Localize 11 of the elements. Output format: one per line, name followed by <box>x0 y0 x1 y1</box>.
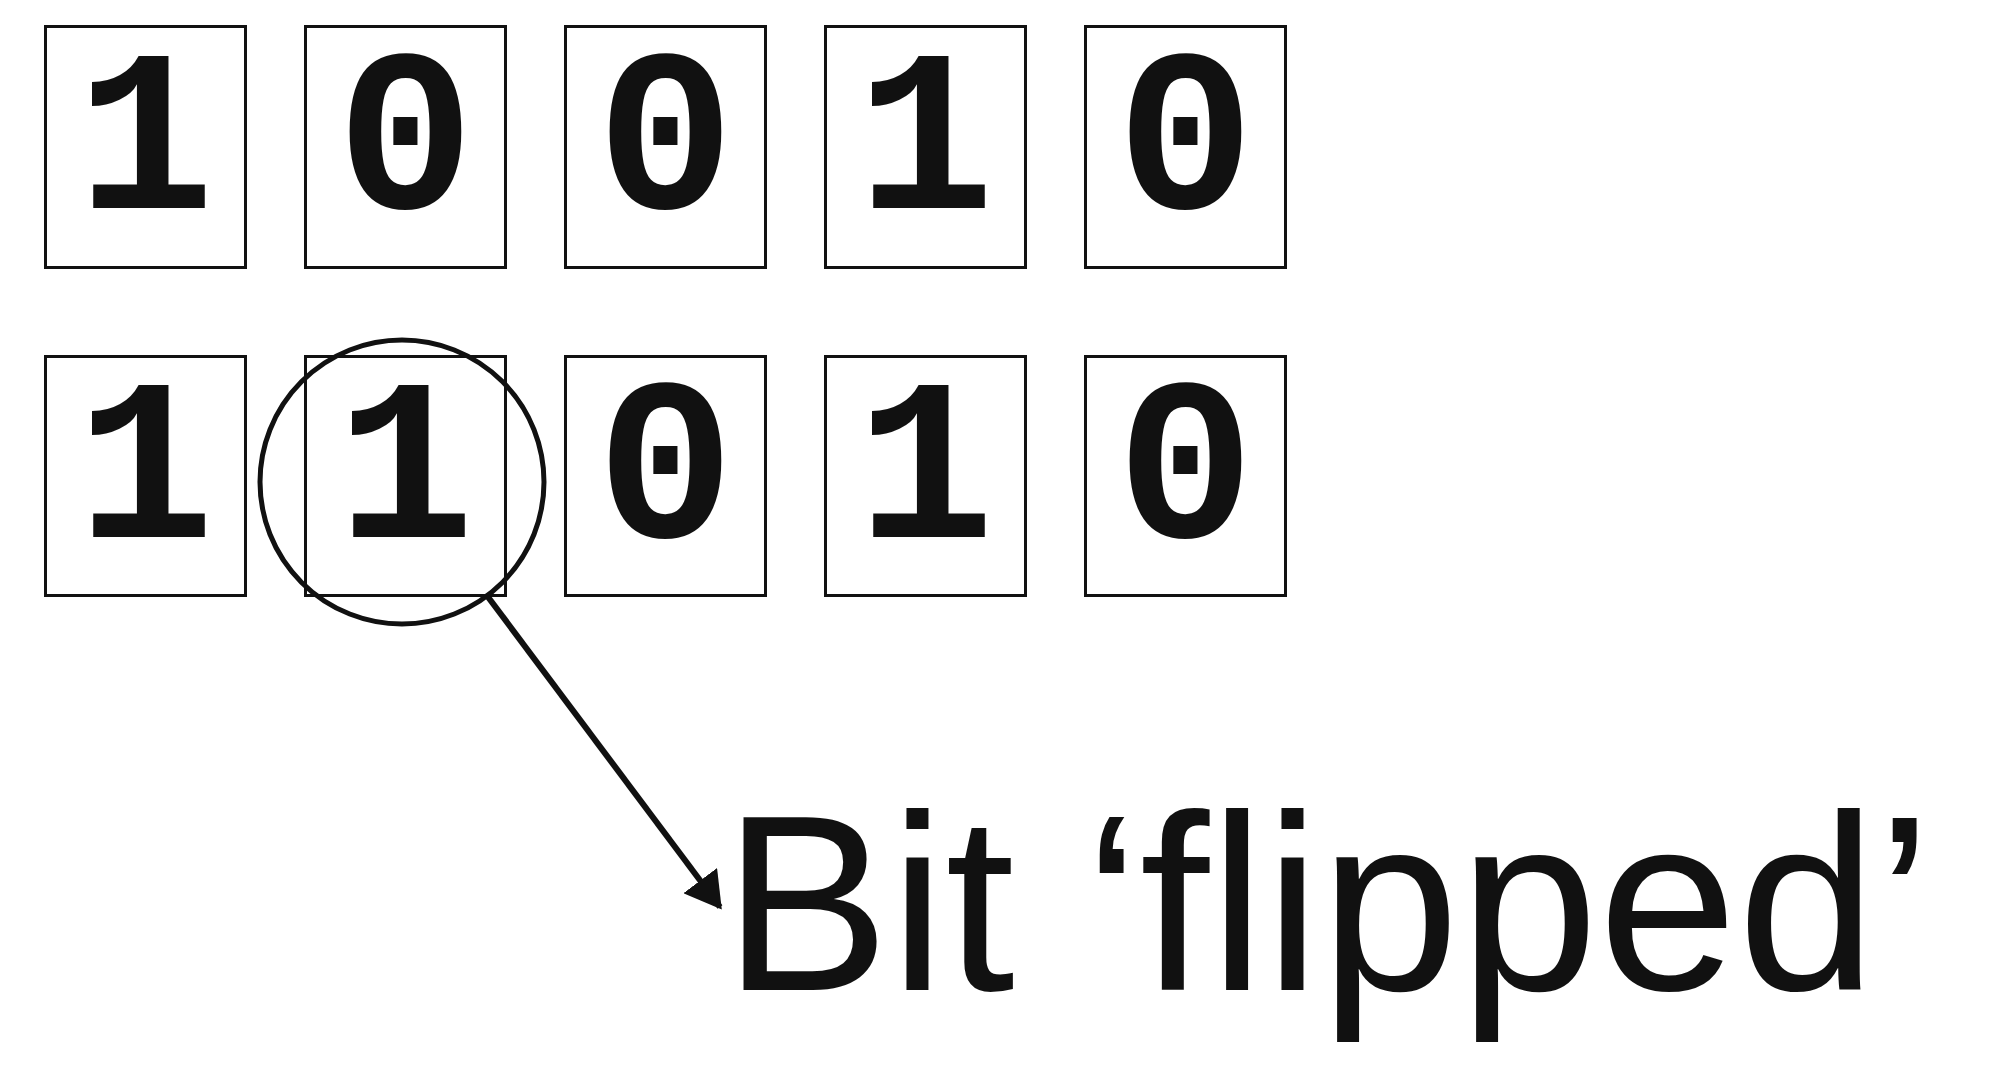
bit-box: 0 <box>304 25 507 269</box>
bit-box: 0 <box>1084 25 1287 269</box>
bit-box: 0 <box>564 25 767 269</box>
annotation-text: Bit ‘flipped’ <box>723 760 1932 1048</box>
bit-box: 1 <box>44 25 247 269</box>
bit-box: 1 <box>824 25 1027 269</box>
bit-box: 1 <box>44 355 247 597</box>
bit-box: 0 <box>564 355 767 597</box>
highlight-circle <box>257 337 547 627</box>
bit-box: 1 <box>824 355 1027 597</box>
bit-box: 0 <box>1084 355 1287 597</box>
